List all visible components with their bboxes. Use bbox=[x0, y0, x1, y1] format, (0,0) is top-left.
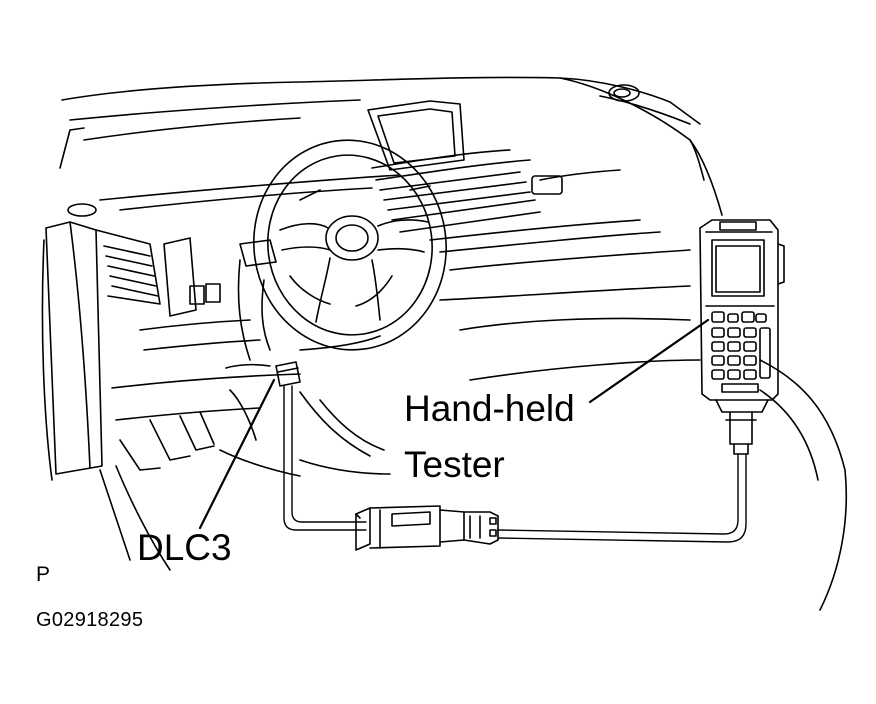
center-display bbox=[367, 100, 541, 233]
leader-lines bbox=[198, 318, 710, 530]
dlc3-leader-line bbox=[198, 378, 276, 530]
dlc3-socket bbox=[225, 361, 391, 475]
cable-tester-side bbox=[497, 453, 747, 543]
hand-held-tester bbox=[699, 219, 785, 455]
tester-label-line2: Tester bbox=[404, 444, 505, 485]
tester-leader-line bbox=[588, 318, 710, 404]
dashboard-body bbox=[99, 169, 848, 611]
left-dash-side bbox=[41, 127, 301, 571]
tester-label-line1: Hand-held bbox=[404, 388, 575, 429]
cable-adapter-box bbox=[355, 505, 499, 551]
view-marker: P bbox=[36, 563, 51, 586]
figure-code: G02918295 bbox=[36, 609, 144, 631]
dashboard-outline bbox=[61, 76, 723, 216]
dlc3-label: DLC3 bbox=[137, 527, 232, 568]
cable-dlc3-side bbox=[283, 385, 367, 531]
steering-wheel bbox=[237, 139, 447, 361]
